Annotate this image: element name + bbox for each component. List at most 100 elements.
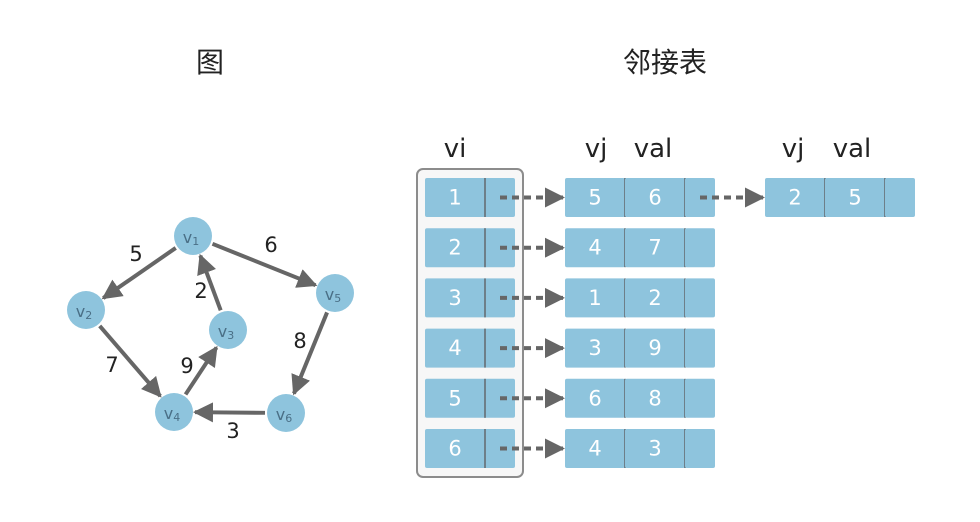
- val-value: 5: [848, 186, 861, 210]
- val-value-bg: [625, 178, 685, 217]
- val-value-bg: [625, 278, 685, 318]
- edge-weight: 3: [226, 419, 239, 443]
- val-value-bg: [625, 228, 685, 268]
- val-header-1: val: [634, 134, 673, 164]
- graph-title: 图: [196, 46, 224, 79]
- node-v4: v4: [155, 393, 193, 431]
- vi-node: [425, 178, 515, 217]
- vj-value-bg: [565, 328, 625, 368]
- vj-value-bg: [565, 278, 625, 318]
- vj-value: 6: [588, 386, 601, 410]
- node-circle: [267, 394, 305, 432]
- node-circle: [174, 217, 212, 255]
- next-pointer-cell-bg: [685, 429, 715, 468]
- val-value: 6: [648, 186, 661, 210]
- val-value: 3: [648, 437, 661, 461]
- next-pointer-cell-bg: [685, 228, 715, 268]
- val-header-2: val: [833, 134, 872, 164]
- node-subscript: 6: [285, 412, 292, 425]
- node-letter: v: [76, 302, 85, 321]
- val-value-bg: [625, 378, 685, 418]
- vj-value-bg: [565, 378, 625, 418]
- vj-header-1: vj: [585, 134, 608, 164]
- node-label: v4: [164, 404, 180, 425]
- edge-v5-v6: [291, 311, 329, 396]
- edge-v2-v4: [98, 324, 162, 398]
- node-v2: v2: [67, 291, 105, 329]
- node-circle: [316, 274, 354, 312]
- vj-value-bg: [565, 228, 625, 268]
- val-value: 7: [648, 236, 661, 260]
- val-value-bg: [625, 328, 685, 368]
- node-label: v2: [76, 302, 92, 323]
- next-pointer-cell-bg: [885, 178, 915, 217]
- vj-value-bg: [765, 178, 825, 217]
- vj-value-bg: [565, 178, 625, 217]
- node-label: v1: [183, 228, 199, 249]
- node-letter: v: [325, 285, 334, 304]
- node-label: v3: [218, 322, 234, 343]
- edge-v6-v4: [192, 402, 266, 423]
- edge-weight: 7: [105, 353, 118, 377]
- node-circle: [209, 311, 247, 349]
- edge-v4-v3: [183, 345, 219, 396]
- node-letter: v: [164, 404, 173, 423]
- edge-weight: 9: [180, 354, 193, 378]
- edge-v1-v2: [101, 246, 177, 300]
- val-value: 2: [648, 286, 661, 310]
- vi-header: vi: [444, 134, 467, 164]
- node-v5: v5: [316, 274, 354, 312]
- vj-value: 2: [788, 186, 801, 210]
- adjacency-title: 邻接表: [623, 46, 707, 79]
- vi-node: [425, 378, 515, 418]
- next-pointer-cell-bg: [685, 328, 715, 368]
- edge-weight: 8: [293, 329, 306, 353]
- vi-value: 5: [448, 386, 461, 410]
- node-v3: v3: [209, 311, 247, 349]
- node-label: v6: [276, 405, 292, 426]
- vi-node: [425, 429, 515, 468]
- vi-node: [425, 228, 515, 268]
- node-circle: [67, 291, 105, 329]
- node-circle: [155, 393, 193, 431]
- node-label: v5: [325, 285, 341, 306]
- edge-v1-v5: [211, 241, 318, 288]
- node-letter: v: [276, 405, 285, 424]
- next-pointer-cell-bg: [685, 378, 715, 418]
- vi-value: 4: [448, 336, 461, 360]
- adjacency-list: 1 5 6 2 5 2 4 7 3 1 2 4 3 9 5 6 8 6 4 3: [416, 168, 915, 478]
- node-subscript: 5: [334, 292, 341, 305]
- edge-weight: 2: [194, 279, 207, 303]
- val-value-bg: [625, 429, 685, 468]
- vi-node: [425, 278, 515, 318]
- vi-node: [425, 328, 515, 368]
- vi-value: 3: [448, 286, 461, 310]
- val-value: 9: [648, 336, 661, 360]
- edge-weight: 5: [129, 242, 142, 266]
- node-letter: v: [218, 322, 227, 341]
- val-value: 8: [648, 386, 661, 410]
- node-v1: v1: [174, 217, 212, 255]
- vj-value: 3: [588, 336, 601, 360]
- edge-v3-v1: [197, 253, 223, 312]
- vi-value: 1: [448, 186, 461, 210]
- node-subscript: 3: [227, 329, 234, 342]
- vi-value: 2: [448, 236, 461, 260]
- vj-value: 4: [588, 437, 601, 461]
- val-value-bg: [825, 178, 885, 217]
- edge-weight: 6: [264, 233, 277, 257]
- vj-value: 1: [588, 286, 601, 310]
- node-letter: v: [183, 228, 192, 247]
- vj-value: 4: [588, 236, 601, 260]
- next-pointer-cell-bg: [685, 278, 715, 318]
- node-subscript: 4: [173, 411, 180, 424]
- node-subscript: 1: [192, 235, 199, 248]
- vj-value-bg: [565, 429, 625, 468]
- vi-value: 6: [448, 437, 461, 461]
- node-v6: v6: [267, 394, 305, 432]
- vj-value: 5: [588, 186, 601, 210]
- vj-header-2: vj: [782, 134, 805, 164]
